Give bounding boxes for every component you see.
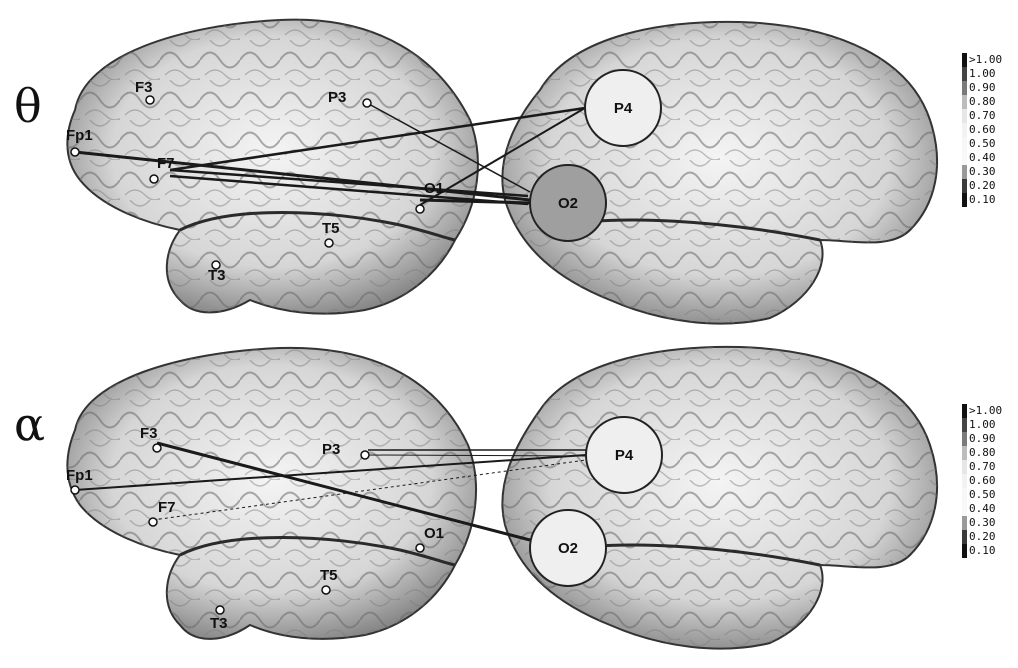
scale-label: 0.60 xyxy=(969,474,996,487)
svg-text:T5: T5 xyxy=(322,220,340,237)
scale-label: 1.00 xyxy=(969,67,996,80)
svg-text:Fp1: Fp1 xyxy=(66,127,93,144)
svg-text:O1: O1 xyxy=(424,525,444,542)
svg-text:P3: P3 xyxy=(322,441,340,458)
node-o2-theta: O2 xyxy=(530,165,606,241)
svg-text:F3: F3 xyxy=(140,425,158,442)
svg-text:T3: T3 xyxy=(208,267,226,284)
scale-label: >1.00 xyxy=(969,404,1002,417)
theta-panel: θ F3 xyxy=(14,20,937,324)
node-o2-alpha: O2 xyxy=(530,510,606,586)
scale-swatch xyxy=(962,404,967,418)
scale-swatch xyxy=(962,544,967,558)
left-hemisphere-theta xyxy=(67,20,478,314)
node-p4-theta: P4 xyxy=(585,70,661,146)
scale-swatch xyxy=(962,502,967,516)
scale-swatch xyxy=(962,179,967,193)
scale-swatch xyxy=(962,165,967,179)
band-label-alpha: α xyxy=(14,397,45,451)
right-hemisphere-alpha xyxy=(502,347,937,649)
scale-label: 0.10 xyxy=(969,544,996,557)
svg-text:O1: O1 xyxy=(424,180,444,197)
node-p4-alpha: P4 xyxy=(586,417,662,493)
scale-label: 0.20 xyxy=(969,530,996,543)
scale-swatch xyxy=(962,474,967,488)
scale-label: 0.50 xyxy=(969,488,996,501)
scale-label: 0.70 xyxy=(969,109,996,122)
svg-text:F7: F7 xyxy=(158,499,176,516)
alpha-panel: α F3 Fp1 xyxy=(14,347,937,649)
svg-text:F7: F7 xyxy=(157,155,175,172)
svg-text:O2: O2 xyxy=(558,540,578,557)
band-label-theta: θ xyxy=(14,79,42,133)
svg-text:F3: F3 xyxy=(135,79,153,96)
svg-text:T5: T5 xyxy=(320,567,338,584)
scale-label: >1.00 xyxy=(969,53,1002,66)
svg-text:Fp1: Fp1 xyxy=(66,467,93,484)
scale-label: 0.80 xyxy=(969,95,996,108)
svg-text:O2: O2 xyxy=(558,195,578,212)
scale-label: 0.40 xyxy=(969,151,996,164)
scale-swatch xyxy=(962,123,967,137)
scale-swatch xyxy=(962,95,967,109)
scale-label: 0.10 xyxy=(969,193,996,206)
scale-swatch xyxy=(962,530,967,544)
color-scale-theta: >1.001.000.900.800.700.600.500.400.300.2… xyxy=(962,53,1002,207)
scale-label: 0.30 xyxy=(969,165,996,178)
scale-swatch xyxy=(962,460,967,474)
scale-swatch xyxy=(962,151,967,165)
scale-swatch xyxy=(962,488,967,502)
color-scale-alpha: >1.001.000.900.800.700.600.500.400.300.2… xyxy=(962,404,1002,558)
scale-swatch xyxy=(962,193,967,207)
svg-text:P4: P4 xyxy=(615,447,634,464)
scale-swatch xyxy=(962,432,967,446)
scale-swatch xyxy=(962,109,967,123)
scale-label: 1.00 xyxy=(969,418,996,431)
scale-swatch xyxy=(962,53,967,67)
scale-swatch xyxy=(962,516,967,530)
scale-swatch xyxy=(962,418,967,432)
svg-text:P3: P3 xyxy=(328,89,346,106)
scale-label: 0.50 xyxy=(969,137,996,150)
scale-swatch xyxy=(962,446,967,460)
svg-text:T3: T3 xyxy=(210,615,228,632)
scale-label: 0.60 xyxy=(969,123,996,136)
left-hemisphere-alpha xyxy=(67,348,476,639)
scale-swatch xyxy=(962,67,967,81)
scale-label: 0.90 xyxy=(969,432,996,445)
scale-label: 0.70 xyxy=(969,460,996,473)
scale-label: 0.30 xyxy=(969,516,996,529)
svg-text:P4: P4 xyxy=(614,100,633,117)
scale-swatch xyxy=(962,81,967,95)
scale-label: 0.90 xyxy=(969,81,996,94)
scale-label: 0.20 xyxy=(969,179,996,192)
scale-label: 0.40 xyxy=(969,502,996,515)
scale-swatch xyxy=(962,137,967,151)
scale-label: 0.80 xyxy=(969,446,996,459)
